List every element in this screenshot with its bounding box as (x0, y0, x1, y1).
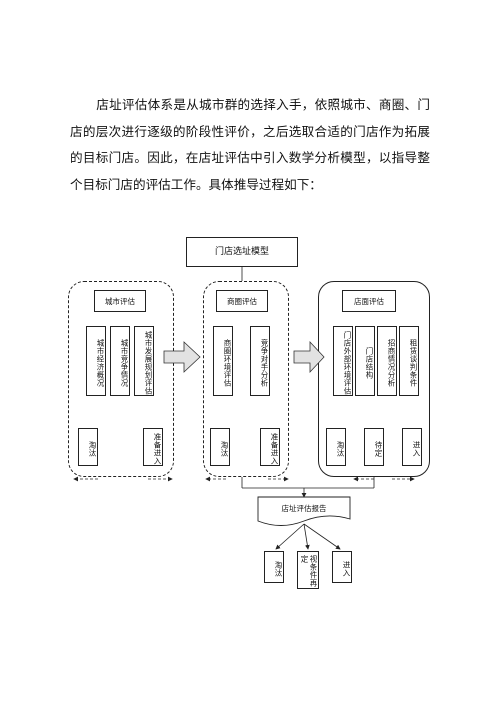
store-stage-group (318, 281, 430, 477)
final-out-eliminate: 淘汰 (264, 551, 284, 583)
district-stage-group (203, 281, 289, 477)
district-stage-label: 商圈评估 (216, 290, 268, 312)
city-out-prepare: 准备进入 (143, 428, 163, 466)
diagram-title: 门店选址模型 (186, 237, 298, 267)
store-out-enter: 进入 (402, 428, 422, 466)
store-out-eliminate: 淘汰 (326, 428, 346, 466)
report-document-shape (257, 496, 351, 526)
report-label: 店址评估报告 (281, 503, 327, 513)
intro-paragraph-text: 店址评估体系是从城市群的选择入手，依照城市、商圈、门店的层次进行逐级的阶段性评价… (70, 97, 430, 192)
store-factor-structure: 门店结构 (355, 326, 375, 396)
store-factor-external: 门店外部环境评估 (333, 326, 353, 396)
district-out-prepare: 准备进入 (260, 428, 280, 466)
city-factor-planning: 城市发展规划评估 (134, 326, 154, 396)
store-factor-leasing: 招商情况分析 (377, 326, 397, 396)
city-out-eliminate: 淘汰 (78, 428, 98, 466)
city-stage-label: 城市评估 (94, 290, 146, 312)
intro-paragraph: 店址评估体系是从城市群的选择入手，依照城市、商圈、门店的层次进行逐级的阶段性评价… (70, 92, 430, 198)
final-out-enter: 进入 (332, 551, 352, 583)
store-out-pending: 待定 (364, 428, 384, 466)
city-factor-competition: 城市竞争情况 (110, 326, 130, 396)
stage-arrow-1 (163, 341, 201, 373)
city-stage-group (68, 281, 174, 477)
city-factor-economy: 城市经济概况 (86, 326, 106, 396)
district-factor-competitors: 竞争对手分析 (250, 326, 270, 396)
district-factor-environment: 商圈环境评估 (213, 326, 233, 396)
district-out-eliminate: 淘汰 (210, 428, 230, 466)
final-out-conditional: 视条件再定 (297, 551, 319, 589)
store-factor-rental: 租赁谈判条件 (399, 326, 419, 396)
store-stage-label: 店面评估 (342, 290, 396, 312)
stage-arrow-2 (293, 340, 325, 374)
